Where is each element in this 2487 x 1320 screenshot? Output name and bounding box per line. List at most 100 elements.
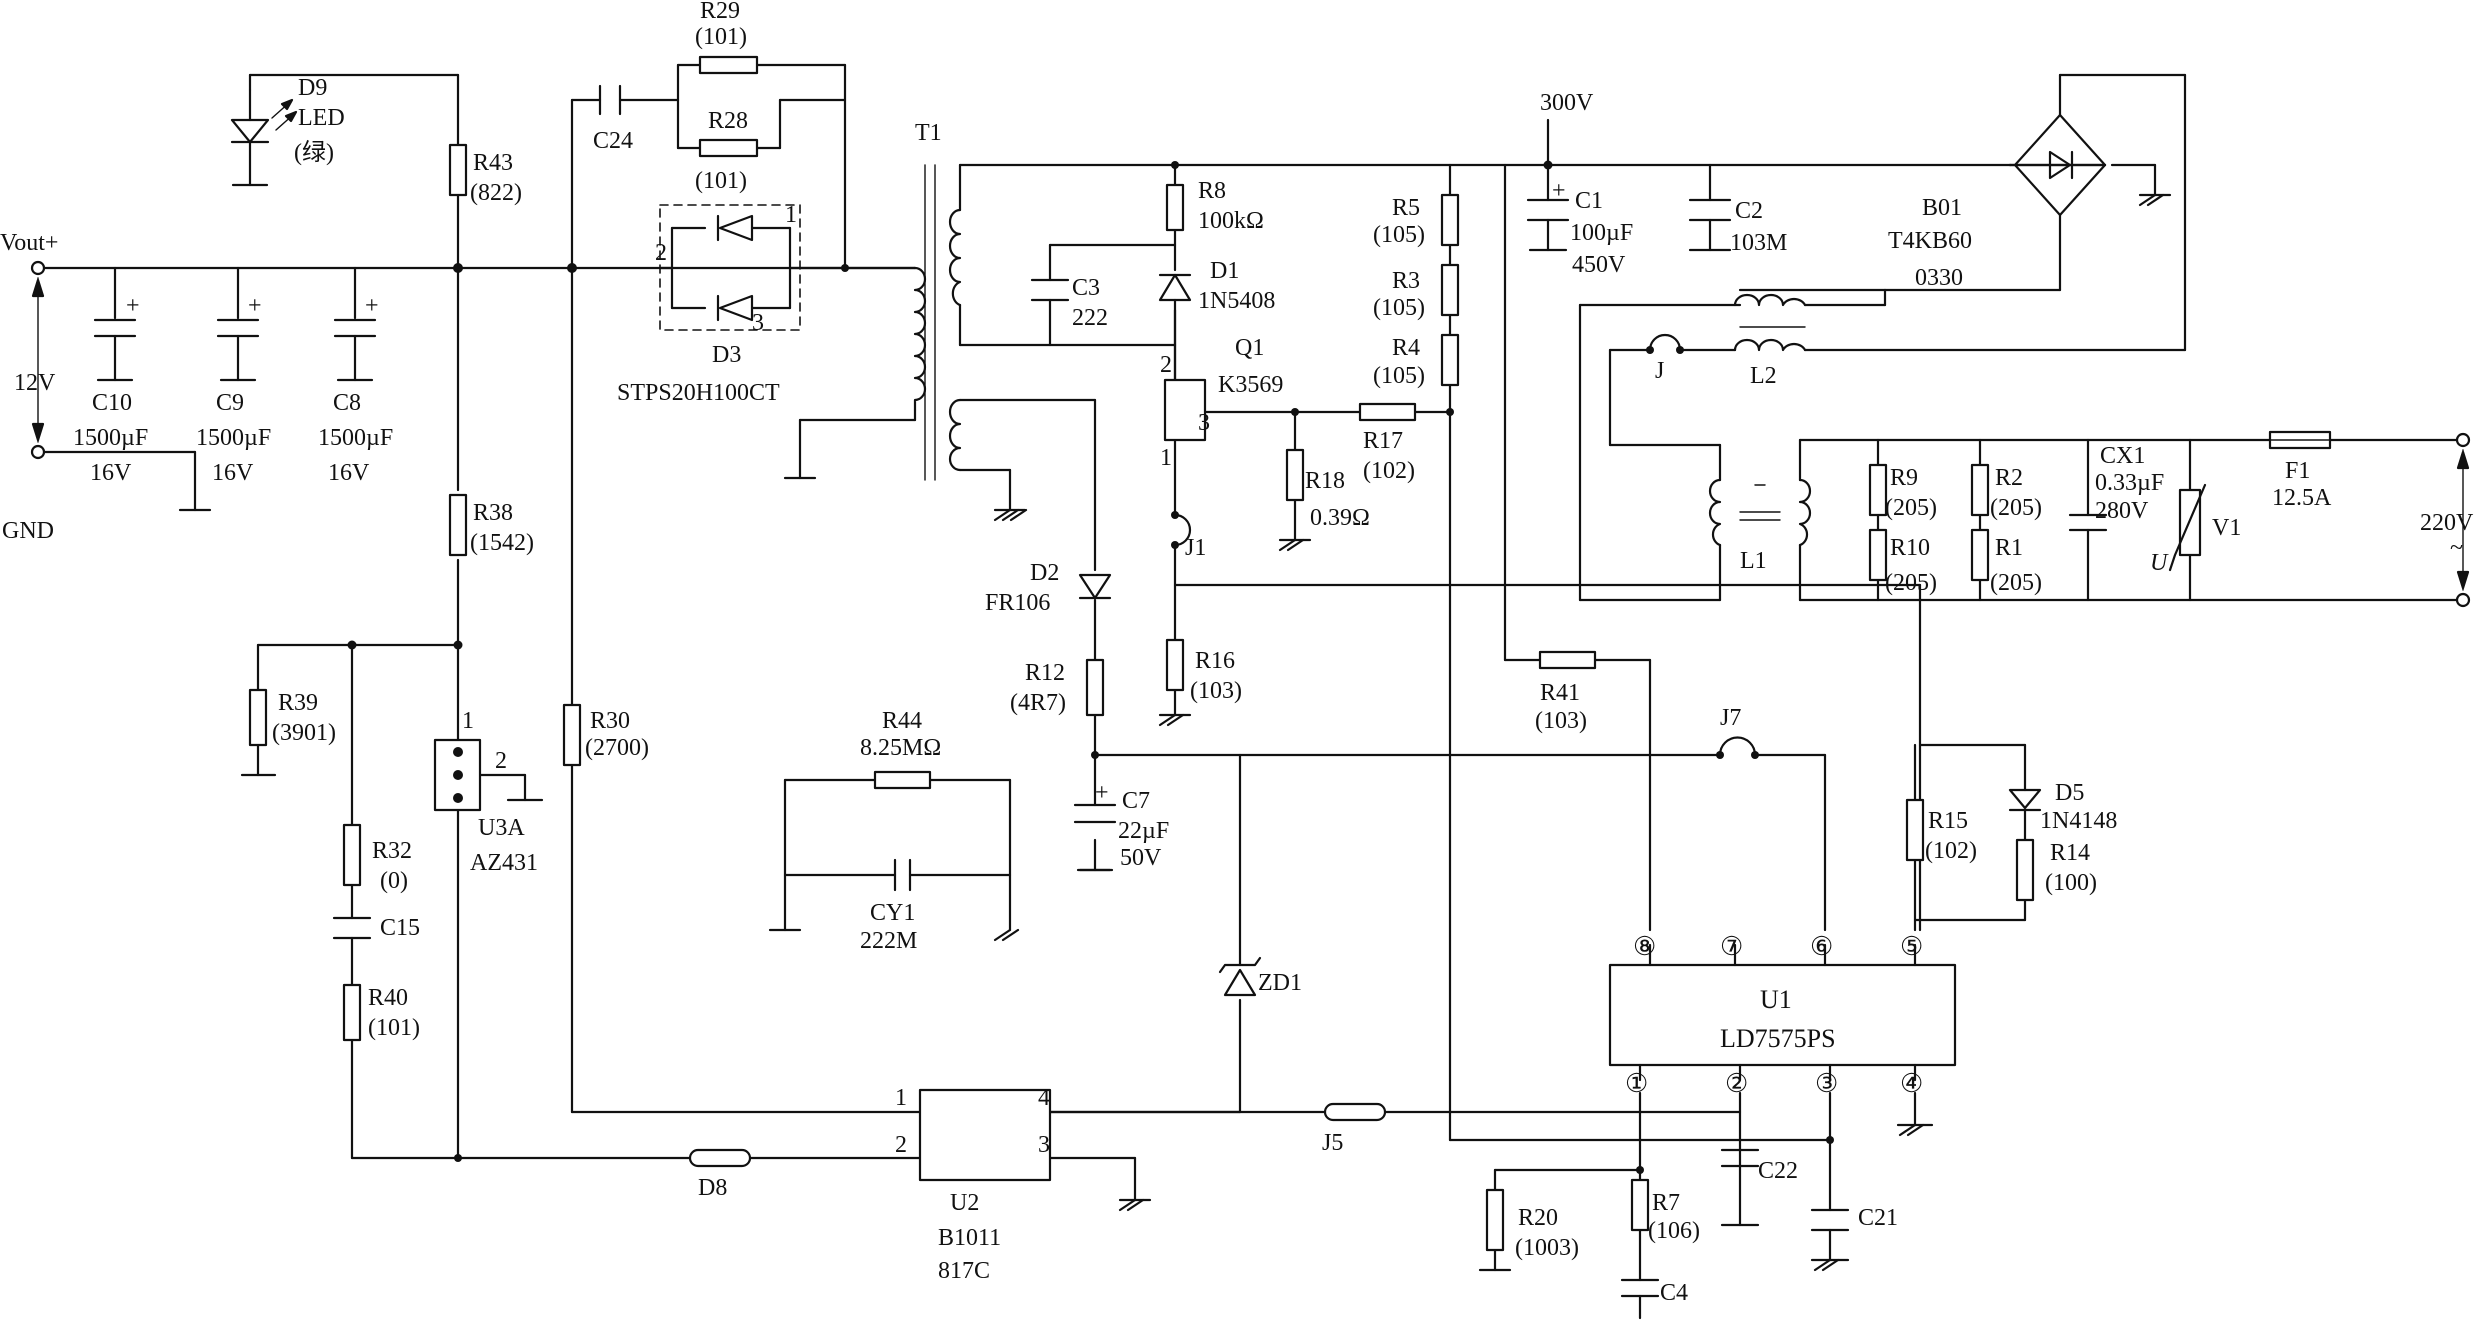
label-u1-pin7: ⑦ (1720, 932, 1743, 961)
svg-text:+: + (126, 293, 140, 319)
label-b01-code: 0330 (1915, 265, 1963, 291)
bridge-b01-symbol (2013, 113, 2107, 217)
u2-symbol (918, 1088, 1052, 1182)
label-d3-pin1: 1 (785, 202, 797, 228)
label-l1-ref: L1 (1740, 548, 1767, 574)
label-c10-ref: C10 (92, 390, 132, 416)
label-f1-val: 12.5A (2272, 485, 2332, 511)
label-t1-ref: T1 (915, 120, 942, 146)
label-c22-ref: C22 (1758, 1158, 1798, 1184)
label-c1-volt: 450V (1572, 252, 1626, 278)
label-q1-pin1: 1 (1160, 445, 1172, 471)
diode-d1-symbol (1158, 273, 1192, 382)
label-u1-pin3: ③ (1815, 1069, 1838, 1098)
cap-c7-symbol (1073, 803, 1117, 872)
label-r1-ref: R1 (1995, 535, 2023, 561)
label-c7-ref: C7 (1122, 788, 1150, 814)
terminals (30, 260, 2471, 608)
label-j7-ref: J7 (1720, 705, 1741, 731)
diode-d3-symbol (659, 204, 801, 331)
label-r12-val: (4R7) (1010, 690, 1066, 716)
label-d3-part: STPS20H100CT (617, 380, 780, 406)
label-cy1-val: 222M (860, 928, 917, 954)
label-c7-val: 22µF (1118, 818, 1169, 844)
u3a-symbol (433, 738, 482, 812)
label-r8-ref: R8 (1198, 178, 1226, 204)
label-r28-val: (101) (695, 168, 747, 194)
label-c8-val: 1500µF (318, 425, 393, 451)
label-cx1-ref: CX1 (2100, 443, 2145, 469)
label-d2-part: FR106 (985, 590, 1050, 616)
wires (36, 63, 2465, 1282)
label-d5-ref: D5 (2055, 780, 2084, 806)
label-u2-pin1: 1 (895, 1085, 907, 1111)
label-c1-ref: C1 (1575, 188, 1603, 214)
label-300v: 300V (1540, 90, 1594, 116)
label-r39-ref: R39 (278, 690, 318, 716)
label-r2-val: (205) (1990, 495, 2042, 521)
label-r29-val: (101) (695, 24, 747, 50)
label-r41-val: (103) (1535, 708, 1587, 734)
label-c3-ref: C3 (1072, 275, 1100, 301)
label-u1-pin6: ⑥ (1810, 932, 1833, 961)
label-c15-ref: C15 (380, 915, 420, 941)
label-r14-ref: R14 (2050, 840, 2090, 866)
label-r2-ref: R2 (1995, 465, 2023, 491)
label-c4-ref: C4 (1660, 1280, 1688, 1306)
label-r3-val: (105) (1373, 295, 1425, 321)
label-r28-ref: R28 (708, 108, 748, 134)
cap-symbols (332, 84, 2108, 1320)
label-220v: 220V (2420, 510, 2474, 536)
label-c10-volt: 16V (90, 460, 132, 486)
label-c1-plus: + (1552, 178, 1566, 204)
label-c7-plus: + (1095, 780, 1109, 806)
label-r7-val: (106) (1648, 1218, 1700, 1244)
label-r16-ref: R16 (1195, 648, 1235, 674)
svg-text:+: + (248, 293, 262, 319)
label-r14-val: (100) (2045, 870, 2097, 896)
label-u3a-pin1: 1 (462, 708, 474, 734)
label-r16-val: (103) (1190, 678, 1242, 704)
label-zd1-ref: ZD1 (1258, 970, 1302, 996)
label-r1-val: (205) (1990, 570, 2042, 596)
label-u3a-pin2: 2 (495, 748, 507, 774)
ground-symbols (993, 193, 2165, 1272)
label-r9-ref: R9 (1890, 465, 1918, 491)
label-u1-part: LD7575PS (1720, 1024, 1836, 1053)
cap-c9-symbol: + (216, 293, 262, 382)
label-r10-ref: R10 (1890, 535, 1930, 561)
label-u1-ref: U1 (1760, 985, 1792, 1014)
label-c9-ref: C9 (216, 390, 244, 416)
label-r40-ref: R40 (368, 985, 408, 1011)
label-c24-ref: C24 (593, 128, 633, 154)
diode-d5-symbol (2008, 788, 2042, 812)
jumper-symbols (688, 333, 1759, 1168)
label-c9-val: 1500µF (196, 425, 271, 451)
diode-d2-symbol (1078, 573, 1112, 600)
label-cx1-volt: 280V (2095, 498, 2149, 524)
label-u1-pin8: ⑧ (1633, 932, 1656, 961)
svg-text:+: + (365, 293, 379, 319)
label-r8-val: 100kΩ (1198, 208, 1264, 234)
label-u1-pin4: ④ (1900, 1069, 1923, 1098)
label-d1-part: 1N5408 (1198, 288, 1275, 314)
label-r4-val: (105) (1373, 363, 1425, 389)
label-r5-ref: R5 (1392, 195, 1420, 221)
label-u2-code: 817C (938, 1258, 990, 1284)
cap-c10-symbol: + (93, 293, 140, 382)
label-r32-ref: R32 (372, 838, 412, 864)
label-r15-ref: R15 (1928, 808, 1968, 834)
label-l2-ref: L2 (1750, 363, 1777, 389)
led-d9-symbol (230, 88, 298, 187)
cap-c8-symbol: + (333, 293, 379, 382)
label-r30-ref: R30 (590, 708, 630, 734)
junction-dots (347, 160, 1834, 1174)
cap-c1-symbol (1526, 198, 1570, 252)
label-c3-val: 222 (1072, 305, 1108, 331)
label-c10-val: 1500µF (73, 425, 148, 451)
label-12v: 12V (14, 370, 56, 396)
label-c2-val: 103M (1730, 230, 1787, 256)
mosfet-q1-symbol (1163, 378, 1207, 442)
